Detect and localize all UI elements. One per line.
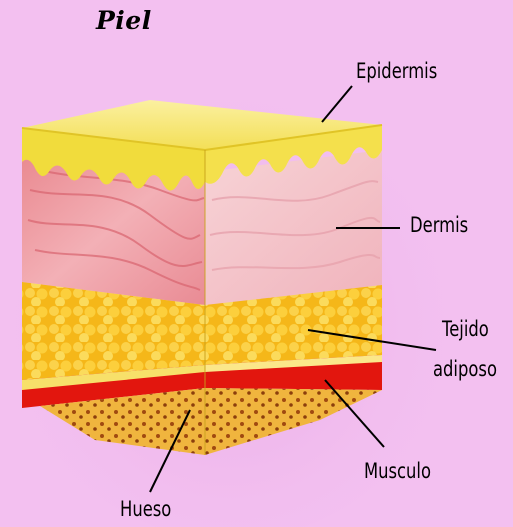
cube-left-face — [22, 148, 205, 455]
label-adiposo: adiposo — [433, 356, 497, 382]
label-dermis: Dermis — [410, 212, 468, 238]
label-musculo: Musculo — [364, 458, 431, 484]
label-epidermis: Epidermis — [356, 58, 437, 84]
label-hueso: Hueso — [120, 496, 171, 522]
label-tejido: Tejido — [442, 316, 489, 342]
